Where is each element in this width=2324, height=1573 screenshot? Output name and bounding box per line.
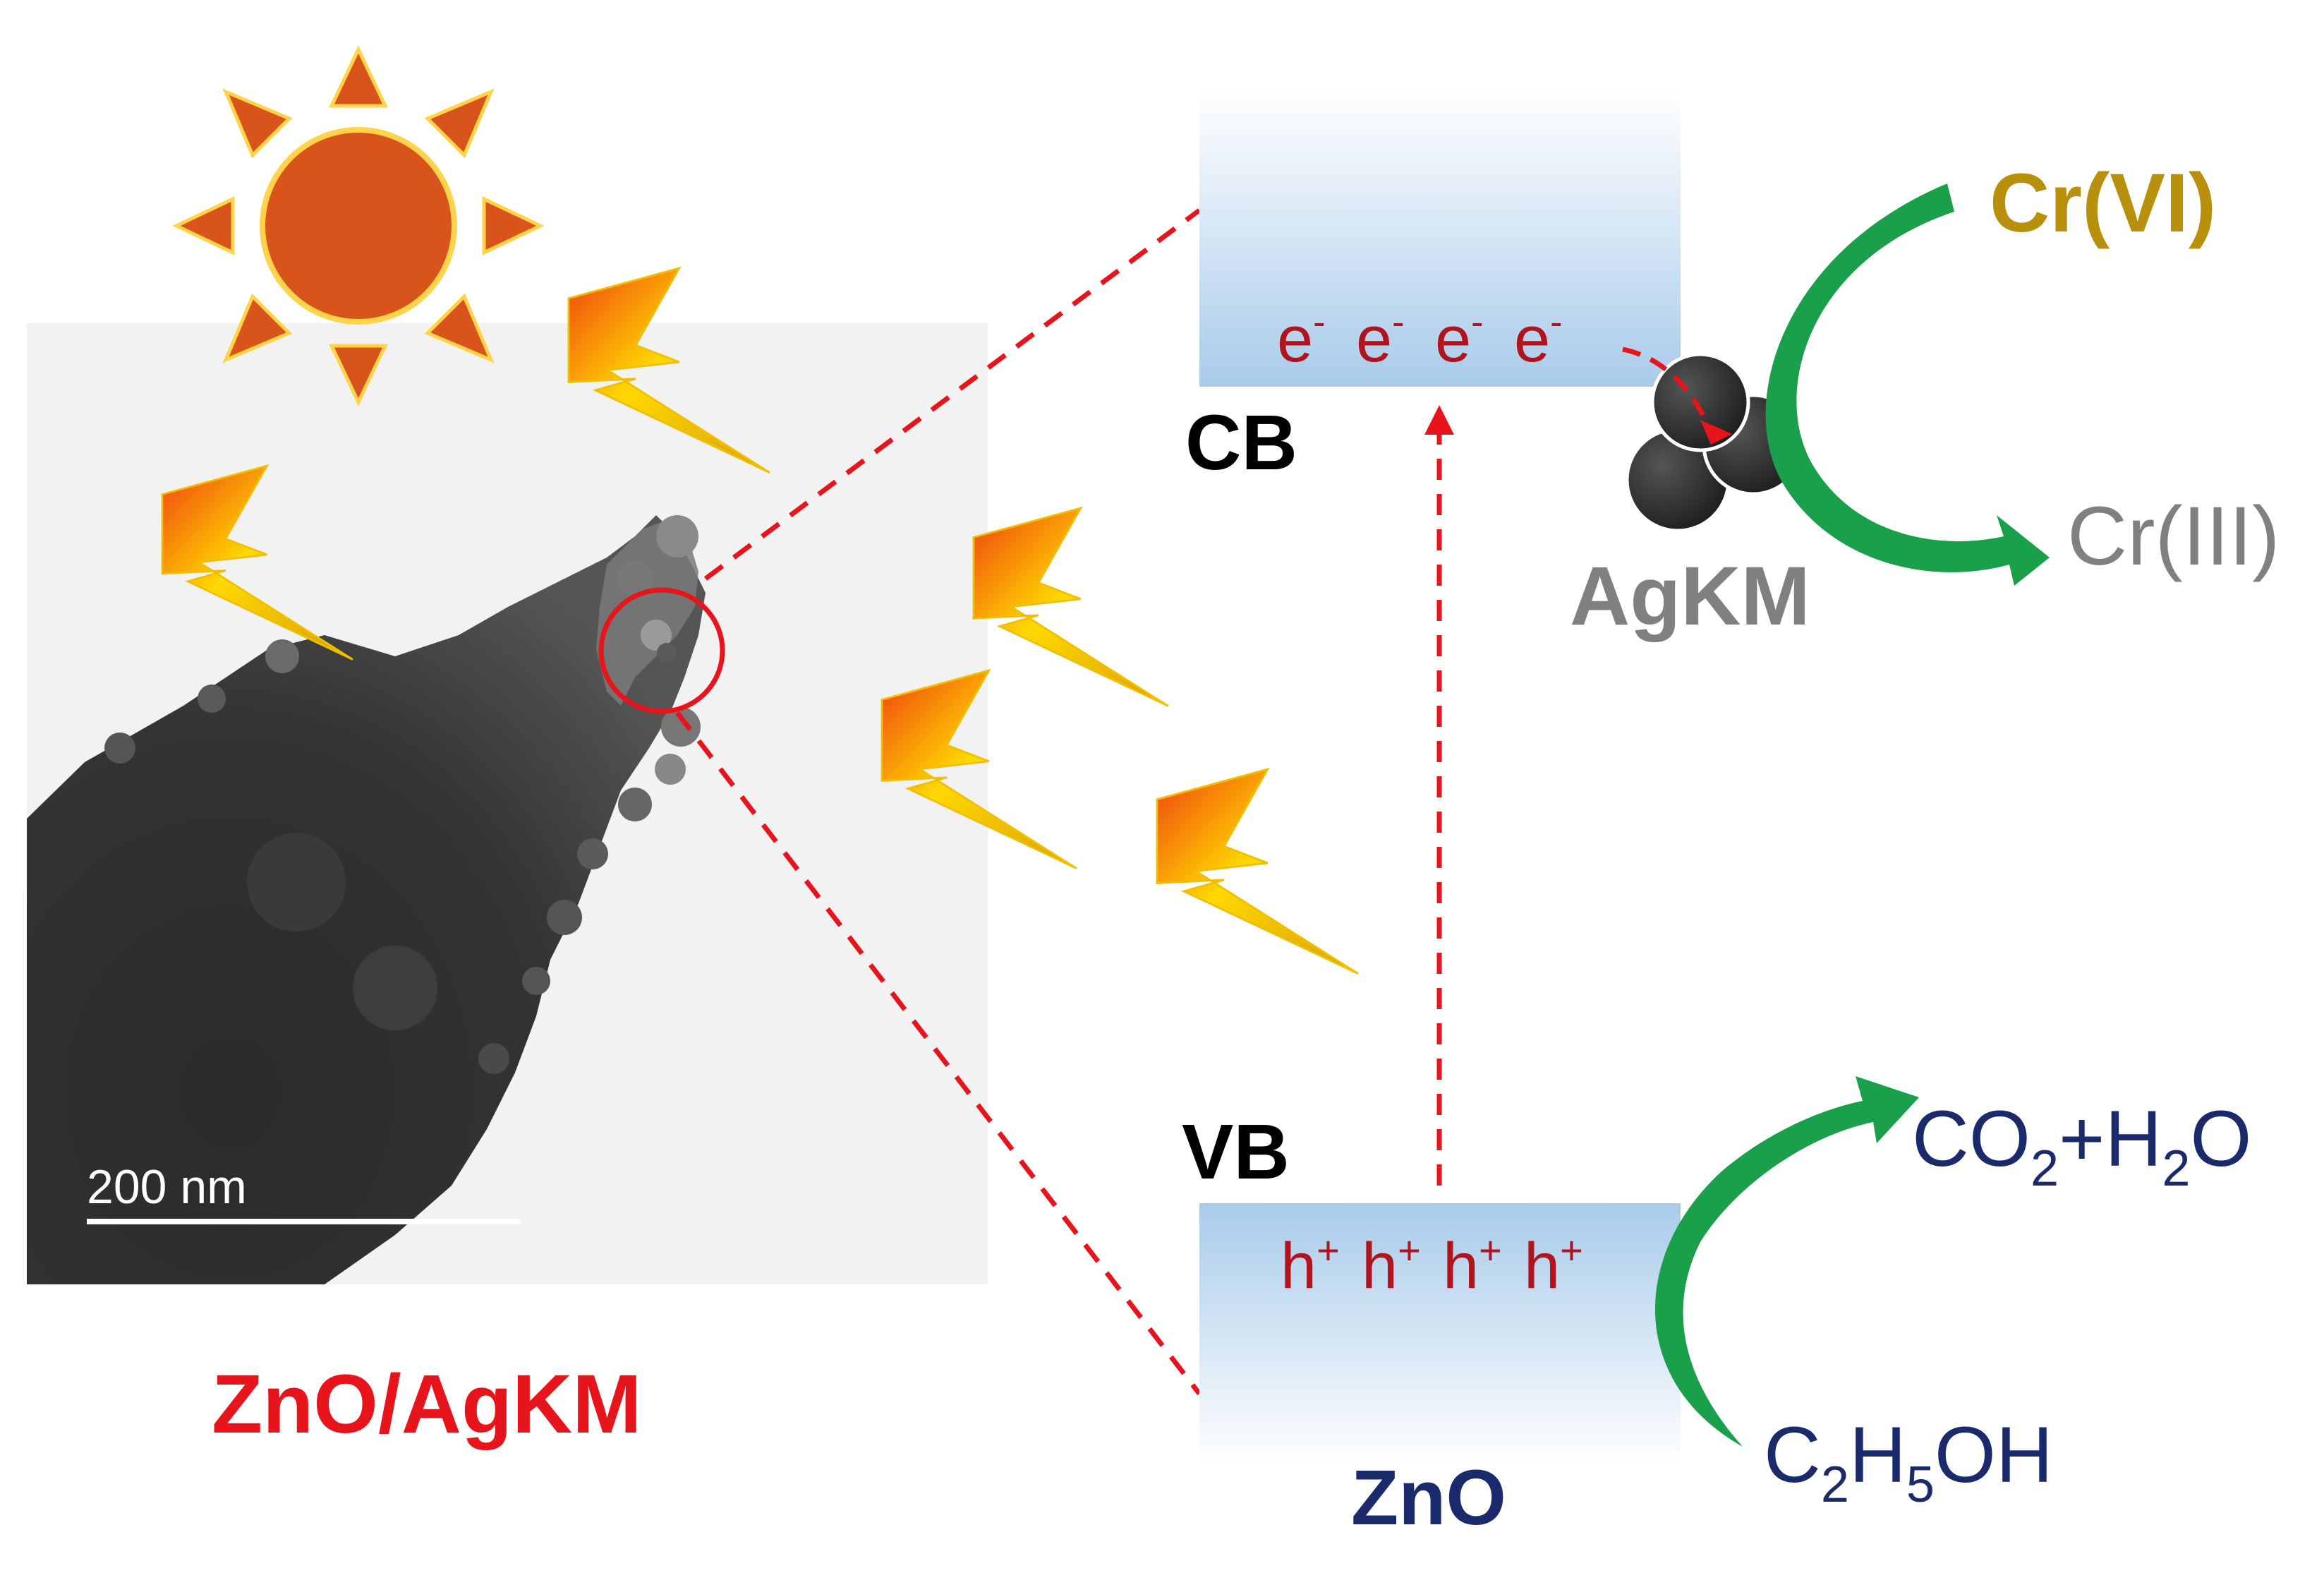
svg-text:h+: h+: [1362, 1228, 1421, 1302]
cb-label: CB: [1185, 399, 1297, 486]
composite-label: ZnO/AgKM: [212, 1358, 642, 1451]
svg-text:e-: e-: [1435, 302, 1484, 375]
agkm-label: AgKM: [1570, 550, 1810, 643]
sun-icon: [172, 45, 545, 406]
products-label: CO2+H2O: [1912, 1095, 2252, 1197]
tem-image: 200 nm: [27, 323, 988, 1284]
conduction-band: [1199, 92, 1681, 387]
lightning-icon: [880, 668, 1077, 869]
svg-text:h+: h+: [1524, 1228, 1583, 1302]
valence-band: [1199, 1203, 1681, 1464]
zoom-line-lower: [675, 711, 1202, 1396]
zoom-line-upper: [703, 208, 1202, 581]
lightning-icon: [567, 266, 770, 474]
cr6-label: Cr(VI): [1990, 157, 2216, 250]
svg-text:e-: e-: [1514, 302, 1563, 375]
tem-particle: [27, 515, 706, 1284]
electrons: e- e- e- e-: [1277, 302, 1563, 375]
lightning-icon: [1156, 767, 1359, 975]
cr3-label: Cr(III): [2067, 490, 2280, 583]
svg-text:e-: e-: [1277, 302, 1326, 375]
vb-label: VB: [1182, 1109, 1290, 1195]
lightning-icon: [161, 464, 353, 661]
scale-bar-label: 200 nm: [87, 1160, 247, 1214]
reduction-arrow: [1765, 183, 2050, 586]
svg-text:h+: h+: [1281, 1228, 1340, 1302]
lightning-icon: [972, 506, 1169, 707]
oxidation-arrow: [1654, 1076, 1919, 1447]
highlight-circle: [598, 587, 725, 714]
holes: h+ h+ h+ h+: [1281, 1228, 1583, 1302]
electron-transfer-arrowhead: [1700, 420, 1732, 445]
svg-text:e-: e-: [1356, 302, 1405, 375]
svg-text:h+: h+: [1443, 1228, 1502, 1302]
zno-label: ZnO: [1351, 1454, 1506, 1541]
electron-transfer-arrow: [1622, 346, 1710, 425]
lightning-bolts: [161, 266, 1359, 975]
ethanol-label: C2H5OH: [1764, 1411, 2053, 1513]
zoom-lines: [675, 208, 1202, 1396]
